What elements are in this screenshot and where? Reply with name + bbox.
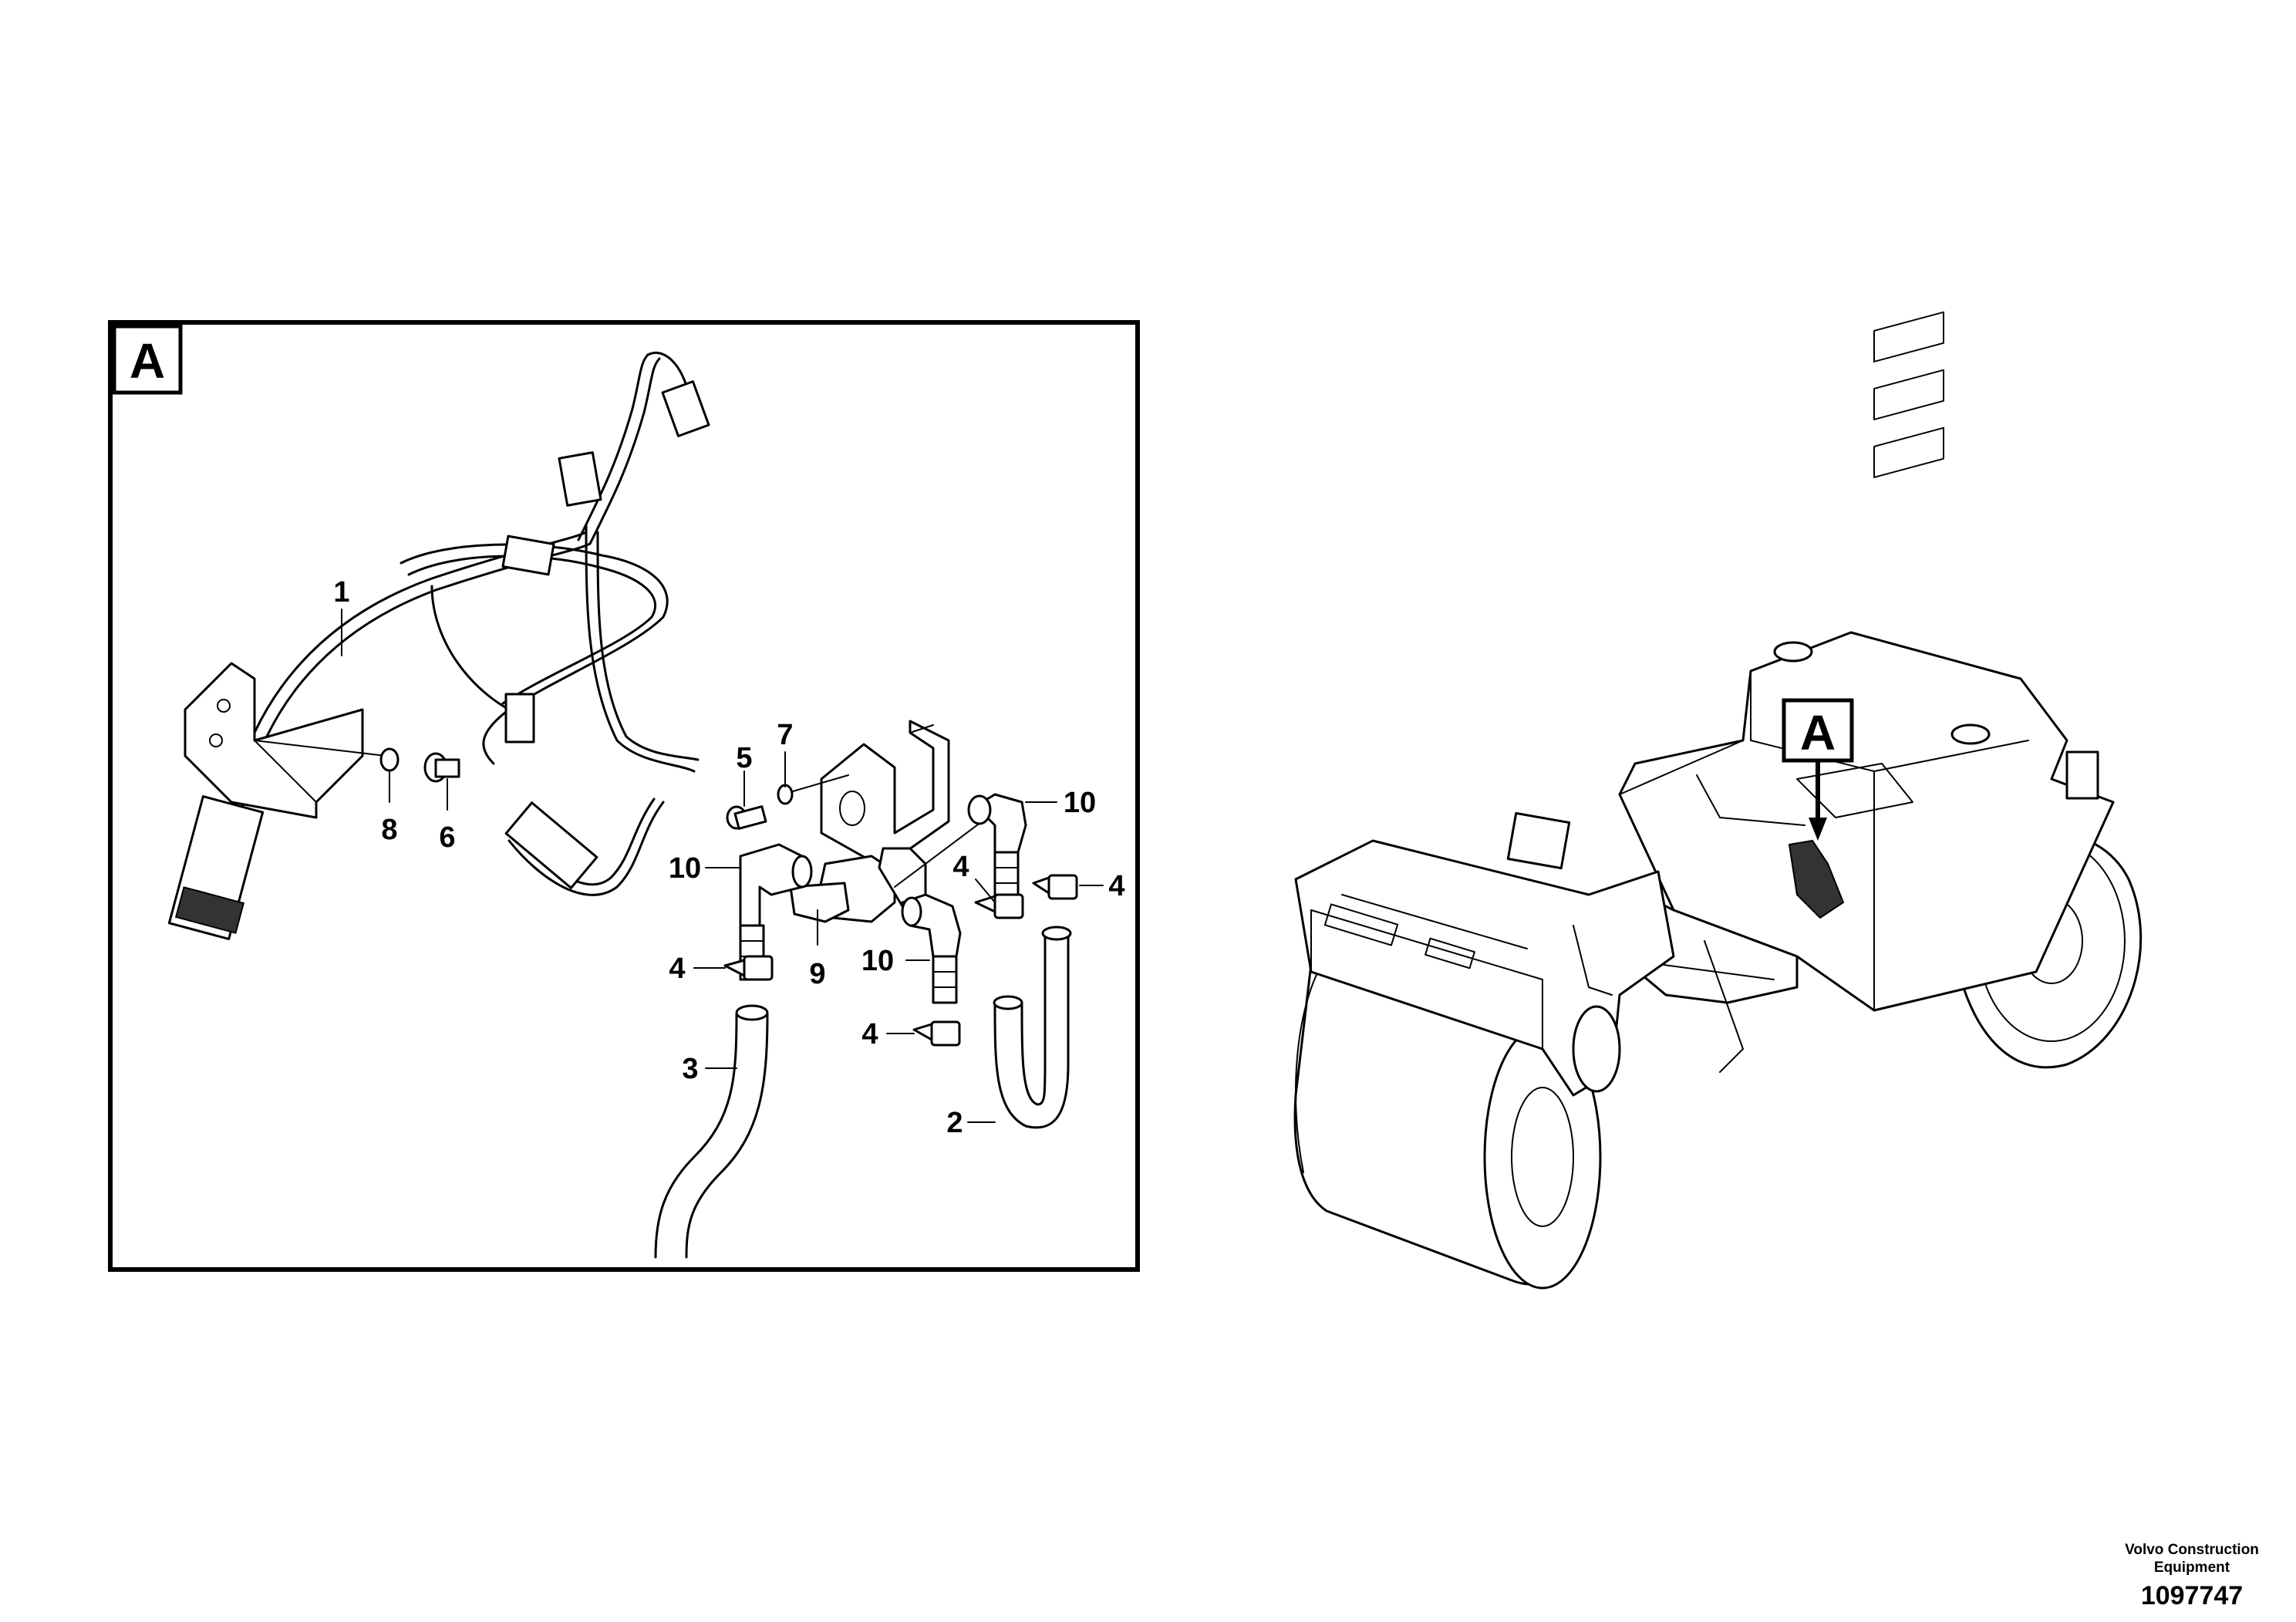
hose-2 bbox=[993, 926, 1072, 1129]
rear-cap-right bbox=[1950, 723, 1991, 745]
drawing-number: 1097747 bbox=[2141, 1581, 2243, 1610]
detail-marker-box bbox=[1782, 698, 1854, 763]
callout-2: 2 bbox=[946, 1107, 963, 1139]
washer-7 bbox=[777, 784, 794, 805]
harness-connectors bbox=[167, 380, 710, 940]
callout-4-b: 4 bbox=[952, 851, 969, 883]
connector-mid bbox=[501, 534, 555, 576]
hose-clamp-4-a bbox=[723, 955, 774, 981]
connector-top bbox=[661, 380, 710, 437]
front-panel bbox=[1506, 811, 1571, 870]
callout-4-d: 4 bbox=[861, 1018, 878, 1050]
detail-frame bbox=[108, 320, 1140, 1272]
screw-5 bbox=[726, 805, 767, 830]
connector-upper bbox=[558, 451, 602, 507]
callout-3: 3 bbox=[682, 1053, 698, 1085]
hose-clip-bracket bbox=[820, 720, 950, 869]
callout-10-a: 10 bbox=[669, 852, 701, 885]
rear-side-panel bbox=[2065, 750, 2099, 800]
detail-label: A bbox=[130, 333, 165, 389]
detail-marker-harness bbox=[1788, 839, 1845, 919]
callout-9: 9 bbox=[809, 958, 825, 990]
hose-clamp-4-b bbox=[974, 893, 1024, 919]
callout-4-c: 4 bbox=[1108, 870, 1124, 902]
callout-10-b: 10 bbox=[1064, 787, 1096, 819]
callout-numbers: 1 2 3 4 4 4 4 5 6 7 8 9 10 10 10 bbox=[333, 576, 1124, 1139]
harness-bracket bbox=[184, 662, 364, 819]
connector-bottom bbox=[504, 801, 598, 889]
machine-overview: A bbox=[1293, 311, 2143, 1290]
rear-body bbox=[1618, 631, 2115, 1012]
wiring-harness bbox=[230, 351, 700, 896]
callout-10-c: 10 bbox=[861, 945, 894, 977]
screw-6 bbox=[423, 752, 460, 783]
elbow-fitting-10-right bbox=[967, 793, 1027, 900]
detail-marker-a: A bbox=[1782, 698, 1854, 919]
callout-7: 7 bbox=[777, 719, 793, 751]
callout-5: 5 bbox=[736, 742, 752, 774]
title-block: Volvo Construction Equipment 1097747 bbox=[2125, 1542, 2259, 1610]
washer-8 bbox=[379, 747, 400, 772]
brand-line-1: Volvo Construction bbox=[2125, 1542, 2259, 1558]
brand-line-2: Equipment bbox=[2154, 1560, 2230, 1576]
detail-marker-label: A bbox=[1800, 705, 1836, 760]
leader-bracket-screw bbox=[254, 740, 386, 757]
callout-1: 1 bbox=[333, 576, 349, 609]
hose-clamp-4-d bbox=[912, 1020, 961, 1047]
callout-leaders bbox=[341, 609, 1104, 1123]
callout-8: 8 bbox=[381, 814, 397, 846]
main-plug-end bbox=[174, 886, 245, 934]
detail-label-box bbox=[112, 324, 183, 395]
leader-clip-screw bbox=[792, 774, 849, 792]
callout-6: 6 bbox=[439, 821, 455, 854]
detail-view-a: A bbox=[108, 320, 1140, 1272]
elbow-fitting-10-center bbox=[901, 893, 962, 1004]
callout-4-a: 4 bbox=[669, 953, 685, 985]
connector-lower bbox=[504, 693, 535, 744]
hose-clamp-4-c bbox=[1032, 874, 1078, 900]
front-motor bbox=[1572, 1005, 1621, 1093]
hose-3 bbox=[654, 1004, 769, 1259]
rear-cap-left bbox=[1773, 641, 1813, 663]
drain-valve-9 bbox=[789, 817, 988, 923]
